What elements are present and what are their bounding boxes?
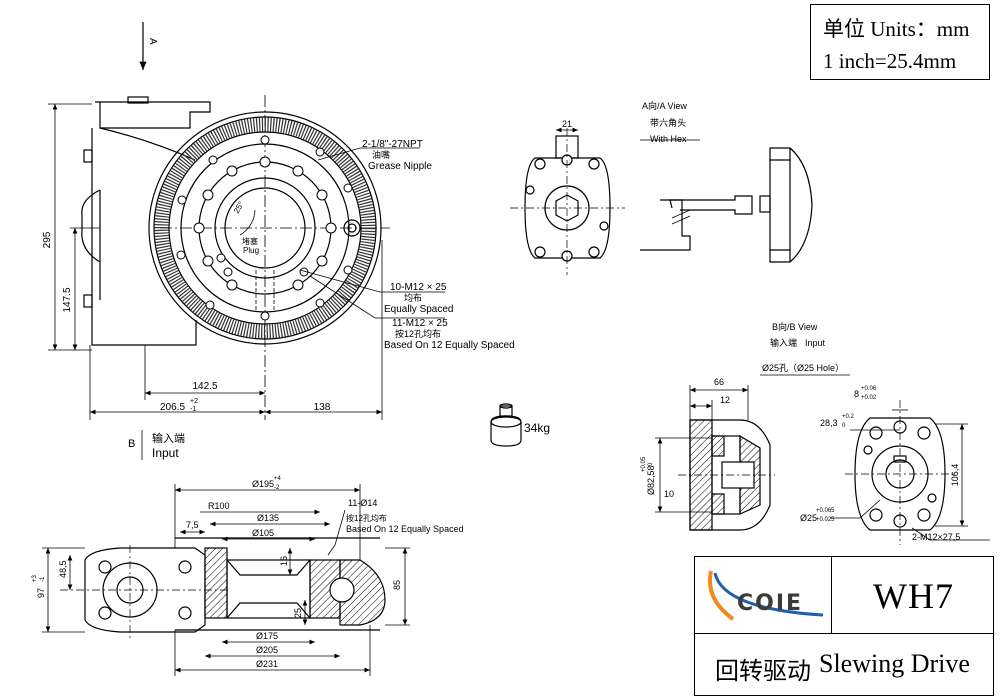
title-divider-horizontal bbox=[695, 633, 993, 634]
a-view-sub-en: With Hex bbox=[650, 134, 687, 144]
b-view bbox=[655, 374, 990, 545]
input-cn: 输入端 bbox=[152, 431, 185, 445]
bolt1-en: Equally Spaced bbox=[384, 304, 454, 315]
bolt2-cn: 按12孔均布 bbox=[395, 328, 441, 339]
sec-dim-135: Ø135 bbox=[257, 513, 279, 523]
dim-206-5: 206.5 bbox=[160, 402, 185, 413]
a-view-labels: A向/A View 带六角头 With Hex 21 bbox=[562, 100, 687, 144]
b-dim-28-3-tol-upper: +0.2 bbox=[842, 414, 855, 420]
title-divider-vertical bbox=[831, 557, 832, 633]
a-view-dim-21: 21 bbox=[562, 119, 572, 129]
sec-dim-48-5: 48,5 bbox=[58, 560, 68, 578]
b-dim-25-bore: Ø25 bbox=[800, 513, 817, 523]
logo-arc-blue bbox=[713, 572, 824, 617]
b-dim-82-58-tol-upper: +0.05 bbox=[641, 456, 647, 472]
b-dim-8: 8 bbox=[854, 389, 859, 399]
grease-nipple-en: Grease Nipple bbox=[368, 161, 432, 172]
input-en: Input bbox=[152, 446, 179, 460]
b-dim-8-tol-upper: +0.06 bbox=[861, 386, 877, 392]
b-view-title: B向/B View bbox=[772, 321, 818, 332]
input-label-b: B bbox=[128, 438, 135, 450]
section-view bbox=[42, 484, 410, 676]
units-line2: 1 inch=25.4mm bbox=[823, 49, 957, 73]
b-dim-82-58-tol-lower: 0 bbox=[648, 462, 654, 466]
sec-dim-97-tol-upper: +3 bbox=[32, 574, 38, 582]
grease-nipple-size: 2-1/8"-27NPT bbox=[362, 139, 423, 150]
view-arrow-a: A bbox=[147, 38, 158, 45]
sec-dim-25: 25 bbox=[293, 608, 303, 618]
b-dim-106-4: 106,4 bbox=[950, 464, 960, 487]
sec-dim-97-tol-lower: -1 bbox=[40, 576, 46, 582]
product-name-cn: 回转驱动 bbox=[715, 657, 811, 685]
b-dim-25-tol-lower: +0.025 bbox=[816, 517, 835, 523]
weight-icon bbox=[490, 403, 522, 447]
sec-dim-16: 16 bbox=[279, 556, 289, 566]
b-dim-28-3: 28,3 bbox=[820, 418, 838, 428]
weight-label: 34kg bbox=[524, 421, 550, 435]
product-name-en: Slewing Drive bbox=[819, 649, 970, 678]
dim-206-5-tol-lower: -1 bbox=[190, 406, 196, 413]
logo-arc-orange bbox=[708, 570, 735, 621]
sec-dim-205: Ø205 bbox=[256, 645, 278, 655]
sec-dim-195-tol-lower: -2 bbox=[274, 485, 280, 491]
dim-206-5-tol-upper: +2 bbox=[190, 398, 198, 405]
b-dim-10: 10 bbox=[664, 489, 674, 499]
b-view-hole: Ø25孔（Ø25 Hole） bbox=[762, 363, 844, 373]
b-dim-28-3-tol-lower: 0 bbox=[842, 423, 846, 429]
sec-dim-231: Ø231 bbox=[256, 659, 278, 669]
front-view bbox=[81, 22, 390, 420]
plug-cn: 堵塞 bbox=[242, 236, 258, 246]
front-dimensions bbox=[48, 103, 445, 460]
b-bolt-spec: 2-M12×27,5 bbox=[912, 532, 960, 542]
dim-147-5: 147.5 bbox=[62, 287, 73, 312]
bolt2-en: Based On 12 Equally Spaced bbox=[384, 340, 515, 351]
sec-holes-spec: 11-Ø14 bbox=[348, 498, 377, 508]
sec-dim-85: 85 bbox=[392, 580, 402, 590]
b-view-sub-en: Input bbox=[805, 338, 826, 348]
b-view-sub-cn: 输入端 bbox=[770, 337, 797, 348]
sec-dim-175: Ø175 bbox=[256, 631, 278, 641]
dim-142-5: 142.5 bbox=[192, 381, 217, 392]
sec-holes-en: Based On 12 Equally Spaced bbox=[346, 524, 464, 534]
sec-r100: R100 bbox=[208, 501, 230, 511]
sec-dim-7-5: 7,5 bbox=[186, 520, 199, 530]
grease-nipple-cn: 油嘴 bbox=[372, 149, 390, 160]
units-box: 单位 Units：mm 1 inch=25.4mm bbox=[810, 4, 990, 80]
gear-tooth-band bbox=[154, 117, 376, 339]
b-dim-82-58: Ø82,58 bbox=[646, 465, 656, 495]
sec-dim-195-tol-upper: +4 bbox=[274, 476, 282, 482]
front-bolt-holes bbox=[176, 135, 353, 321]
logo-text: COIE bbox=[737, 591, 804, 616]
sec-dim-195: Ø195 bbox=[252, 479, 274, 489]
units-line1: 单位 Units：mm bbox=[823, 17, 970, 41]
b-dim-8-tol-lower: +0.02 bbox=[861, 395, 877, 401]
bolt1-spec: 10-M12 × 25 bbox=[390, 282, 447, 293]
b-dim-12: 12 bbox=[720, 395, 730, 405]
bolt1-cn: 均布 bbox=[404, 292, 422, 303]
bolt2-spec: 11-M12 × 25 bbox=[392, 318, 448, 329]
sec-dim-105: Ø105 bbox=[252, 528, 274, 538]
company-logo bbox=[708, 570, 824, 621]
front-dim-labels: A 295 147.5 142.5 206.5 +2 -1 138 25° 堵塞… bbox=[42, 38, 515, 460]
a-view-title: A向/A View bbox=[642, 100, 687, 111]
section-labels: Ø195 +4 -2 R100 11-Ø14 按12孔均布 Based On 1… bbox=[32, 476, 464, 669]
model-name: WH7 bbox=[873, 576, 954, 616]
sec-holes-cn: 按12孔均布 bbox=[346, 513, 387, 523]
sec-dim-97: 97 bbox=[36, 588, 46, 598]
dim-295: 295 bbox=[42, 231, 53, 248]
title-block: COIE WH7 回转驱动 Slewing Drive bbox=[694, 556, 994, 696]
a-view-sub-cn: 带六角头 bbox=[650, 117, 686, 128]
plug-en: Plug bbox=[243, 246, 259, 255]
b-dim-66: 66 bbox=[714, 377, 724, 387]
a-view bbox=[510, 127, 813, 275]
b-dim-25-tol-upper: +0.065 bbox=[816, 508, 835, 514]
b-view-labels: B向/B View 输入端 Input Ø25孔（Ø25 Hole） 66 12… bbox=[641, 321, 960, 542]
dim-138: 138 bbox=[314, 402, 331, 413]
